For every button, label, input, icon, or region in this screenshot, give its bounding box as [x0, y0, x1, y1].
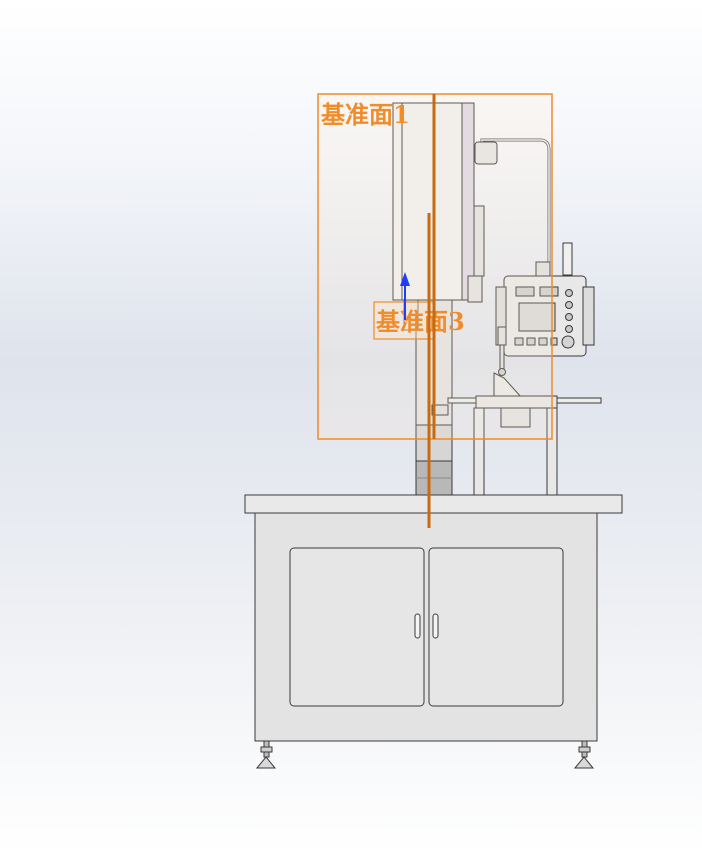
fixture-block — [500, 407, 531, 428]
arm-spring — [562, 242, 573, 276]
panel-button-4[interactable] — [550, 337, 558, 346]
panel-knob-4[interactable] — [565, 325, 573, 333]
control-arm[interactable] — [474, 138, 573, 277]
panel-knob-3[interactable] — [565, 313, 573, 321]
panel-display-screen[interactable] — [518, 302, 556, 332]
reference-plane-3[interactable]: 基准面3 — [373, 301, 465, 340]
door-handle-right[interactable] — [432, 613, 439, 639]
panel-knob-1[interactable] — [565, 289, 573, 297]
reference-plane-1-label[interactable]: 基准面1 — [321, 100, 410, 129]
machine-cabinet[interactable] — [244, 494, 623, 769]
arrow-up-icon[interactable] — [400, 272, 410, 320]
control-panel[interactable] — [495, 275, 595, 376]
door-handle-left[interactable] — [414, 613, 421, 639]
leveling-foot-left — [255, 740, 277, 769]
reference-plane-3-label[interactable]: 基准面3 — [376, 307, 465, 336]
panel-button-1[interactable] — [514, 337, 524, 346]
arm-pivot — [474, 141, 498, 165]
panel-emergency-stop[interactable] — [561, 335, 575, 349]
cabinet-door-right[interactable] — [428, 547, 564, 707]
cabinet-door-left[interactable] — [289, 547, 425, 707]
panel-button-2[interactable] — [526, 337, 536, 346]
head-mount — [467, 275, 483, 303]
work-fixture[interactable] — [431, 372, 602, 496]
fixture-leg-left — [473, 407, 485, 496]
panel-counter-left — [515, 286, 535, 297]
leveling-foot-right — [573, 740, 595, 769]
panel-counter-right — [539, 286, 559, 297]
panel-handle[interactable] — [582, 286, 595, 346]
cabinet-worktop — [244, 494, 623, 514]
panel-knob-2[interactable] — [565, 301, 573, 309]
panel-button-3[interactable] — [538, 337, 548, 346]
